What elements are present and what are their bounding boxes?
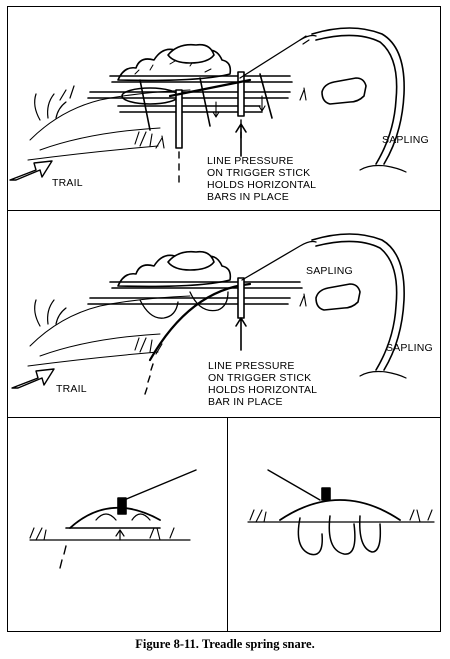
figure-caption: Figure 8-11. Treadle spring snare. — [135, 637, 315, 651]
panel4-grass — [250, 510, 432, 522]
panel3-stake-dash — [60, 546, 66, 568]
panel2-sapling-base — [360, 372, 406, 379]
panel1-sapling-base — [360, 166, 406, 173]
panel4-trigger — [322, 488, 330, 500]
panel2-note-line-4: BAR IN PLACE — [208, 396, 283, 408]
panel1-note-line-4: BARS IN PLACE — [207, 191, 289, 203]
panel1-grass — [135, 88, 306, 148]
panel2-note-line-3: HOLDS HORIZONTAL — [208, 384, 318, 396]
panel3-line — [124, 470, 196, 500]
panel2-grass-left — [35, 300, 66, 326]
panel3-grass — [30, 528, 174, 540]
panel1-trigger-bar — [170, 80, 250, 96]
panel3-trigger — [118, 498, 126, 514]
panel1-log — [322, 78, 366, 104]
panel4-line — [268, 470, 320, 500]
panel1-stake-left — [176, 90, 182, 148]
panel2-sapling-label-top: SAPLING — [306, 265, 353, 277]
panel1-trail-label: TRAIL — [52, 177, 83, 189]
panel1-note-line-2: ON TRIGGER STICK — [207, 167, 311, 179]
panel2-stake-dash — [145, 364, 153, 394]
panel1-note-line-3: HOLDS HORIZONTAL — [207, 179, 317, 191]
panel1-rock — [168, 45, 214, 63]
panel4-arch — [280, 500, 400, 520]
panel-divider-vertical — [227, 417, 228, 632]
panel-divider-2 — [7, 417, 441, 418]
panel1-stake-right — [238, 72, 244, 116]
panel1-cross-2 — [200, 78, 210, 126]
panel1-trail-arrow — [10, 161, 52, 180]
panel2-sapling — [312, 234, 404, 370]
panel1-grass-left — [35, 86, 74, 120]
panel2-noose — [140, 292, 228, 318]
panel2-pressure-arrow — [236, 318, 246, 350]
panel3-noose — [96, 514, 150, 520]
panel2-log — [316, 284, 360, 310]
panel2-sapling-label-right: SAPLING — [386, 342, 433, 354]
panel2-grass — [135, 294, 306, 354]
panel1-sapling — [312, 28, 404, 164]
panel2-trail-label: TRAIL — [56, 383, 87, 395]
panel2-rock — [168, 252, 214, 270]
panel1-note-line-1: LINE PRESSURE — [207, 155, 294, 167]
panel1-bush-texture — [135, 60, 211, 74]
panel4-hanging-noose — [298, 516, 380, 555]
panel2-note-line-1: LINE PRESSURE — [208, 360, 295, 372]
panel3-arch — [70, 508, 160, 528]
figure-frame — [7, 6, 441, 632]
panel2-trail-arrow — [12, 369, 54, 388]
panel1-line-tie — [300, 36, 309, 44]
panel3-arrow — [116, 530, 124, 540]
panel1-pressure-arrow — [236, 124, 246, 156]
panel2-trigger-arc — [150, 284, 250, 360]
panel1-cross-3 — [260, 74, 272, 118]
panel2-snare-line — [242, 242, 316, 281]
panel1-sapling-label: SAPLING — [382, 134, 429, 146]
panel2-note-line-2: ON TRIGGER STICK — [208, 372, 312, 384]
panel-divider-1 — [7, 210, 441, 211]
panel1-small-arrows — [213, 96, 265, 117]
